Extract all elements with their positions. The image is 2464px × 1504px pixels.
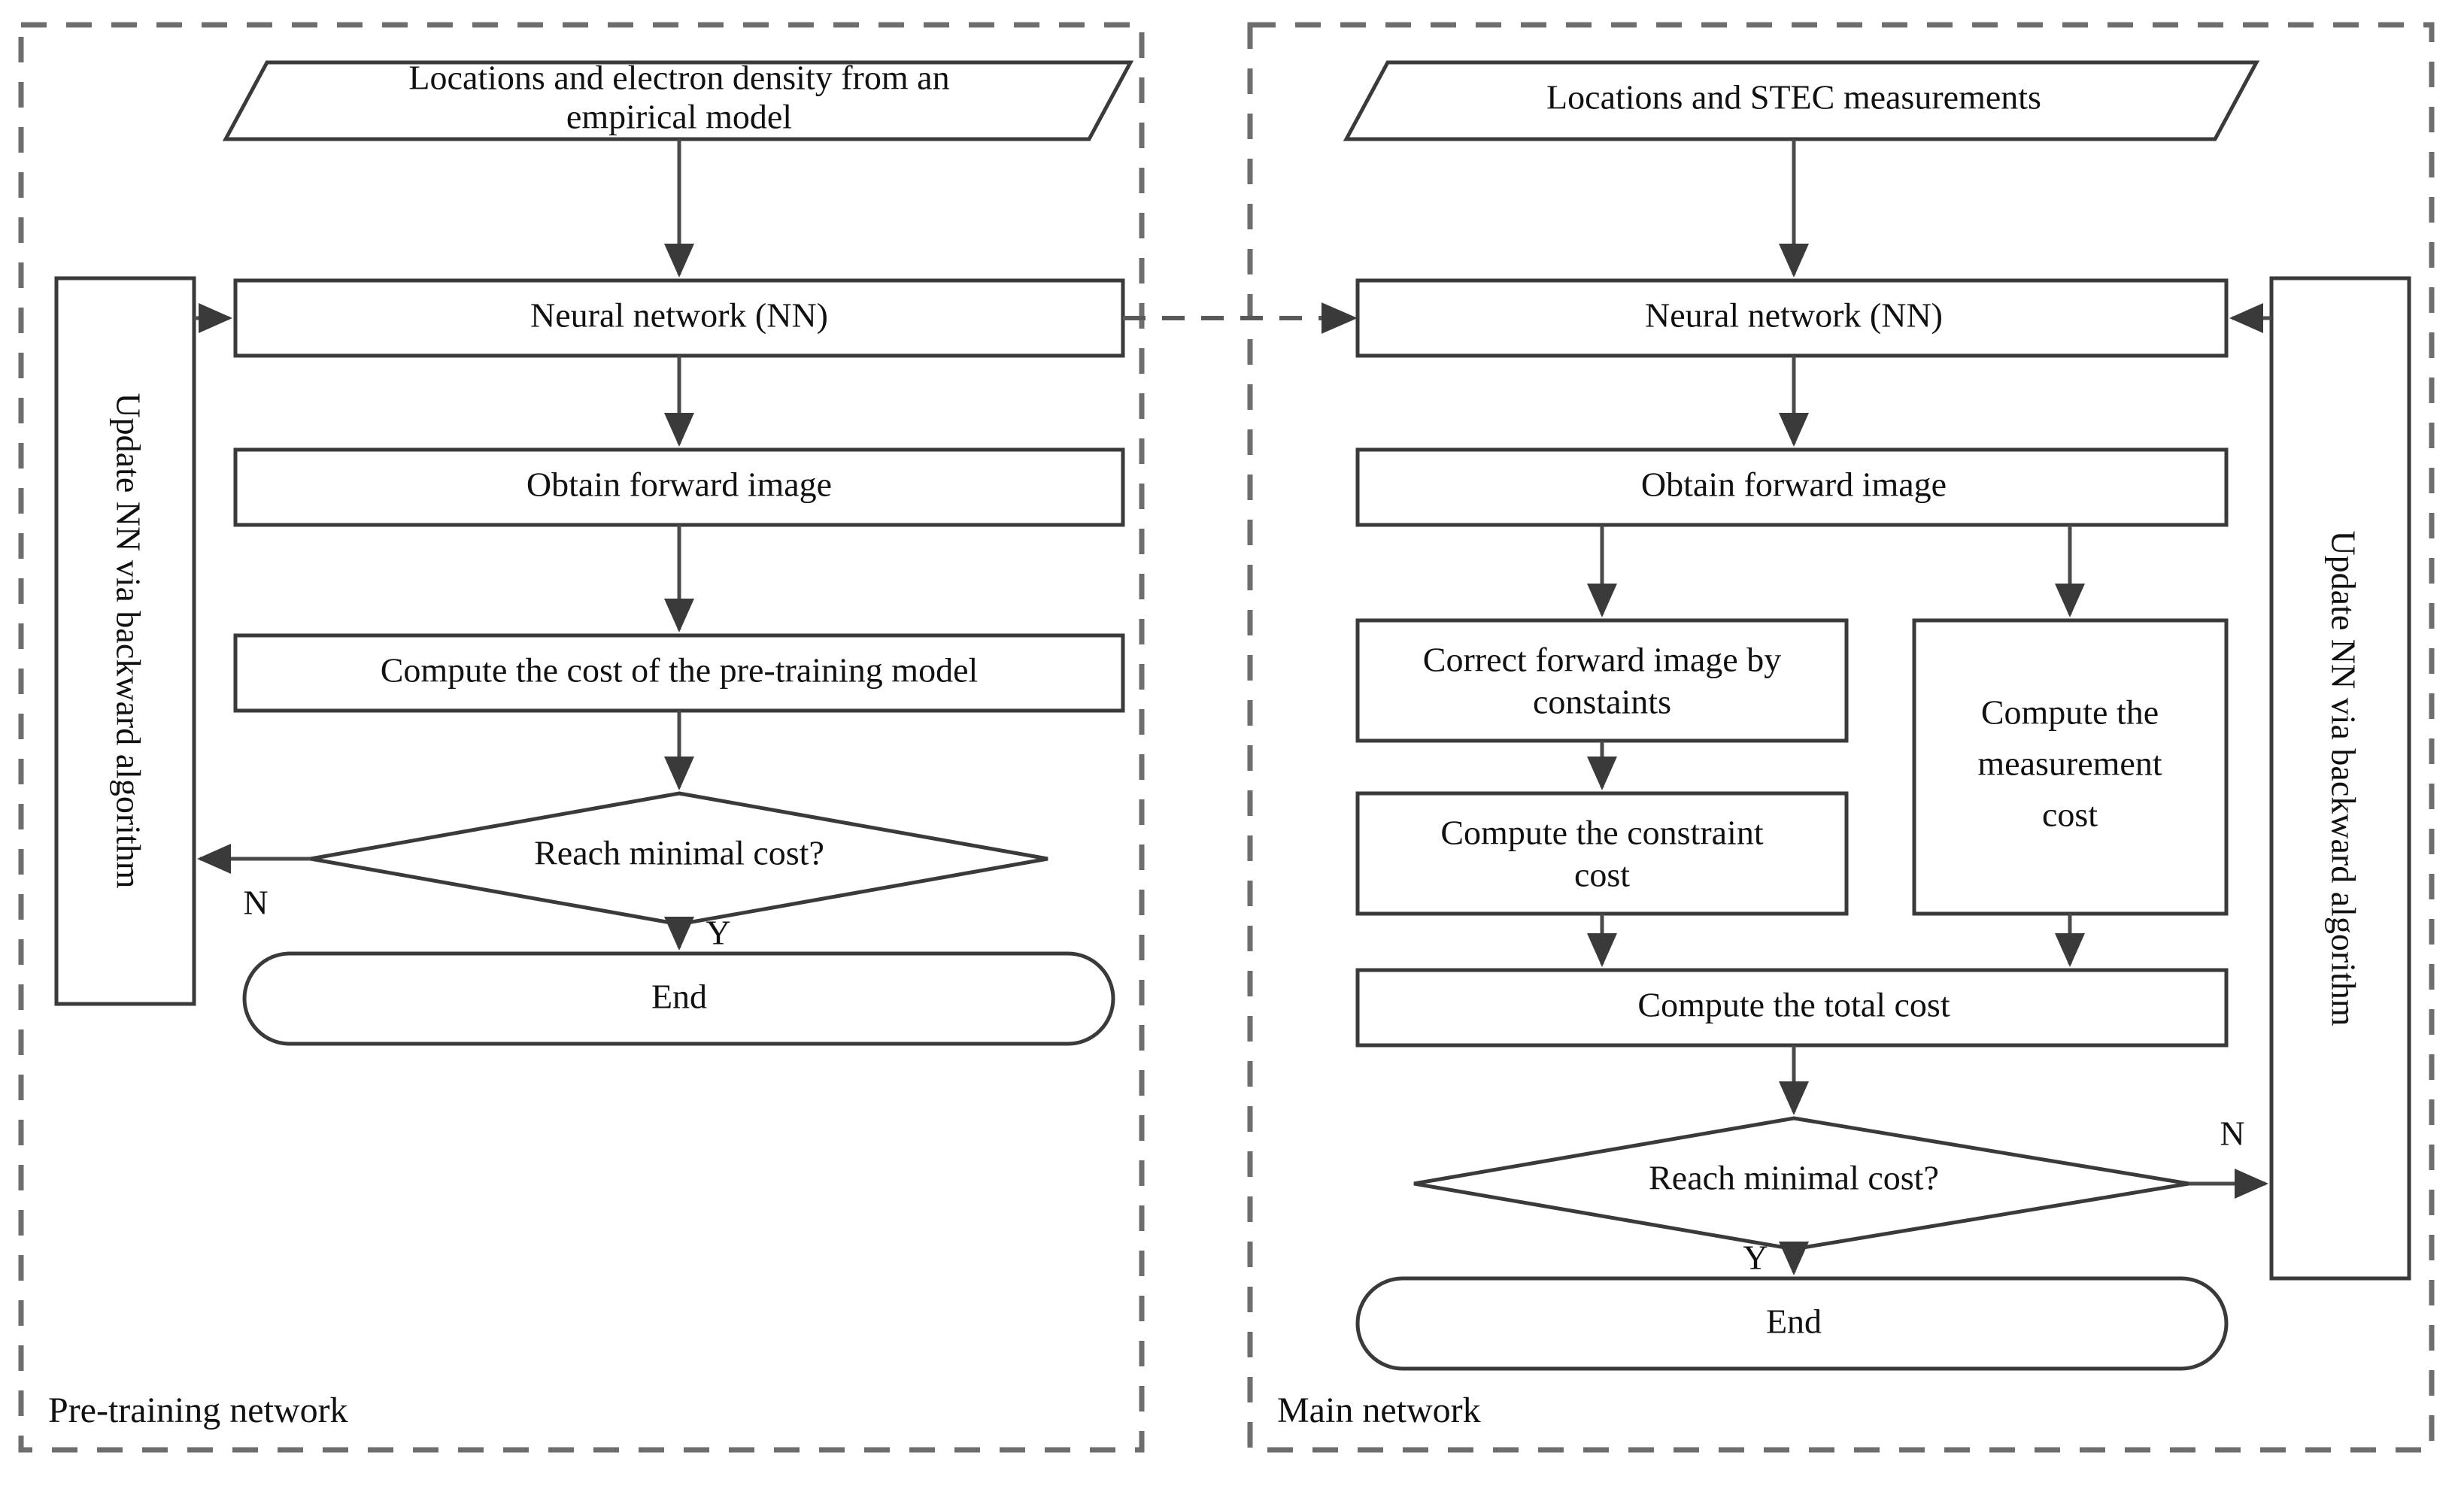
main-compute-constraint-cost-box <box>1355 791 1849 916</box>
pre-neural-network-box <box>233 278 1125 358</box>
main-neural-network-label: Neural network (NN) <box>1645 296 1943 335</box>
panel-main-border <box>1247 22 2435 1453</box>
pre-branch-no-label: N <box>243 884 268 922</box>
pre-update-nn-box <box>54 276 196 1006</box>
main-compute-measurement-cost-box <box>1912 618 2229 916</box>
pre-update-nn-label: Update NN via backward algorithm <box>109 393 147 888</box>
pre-input-parallelogram <box>222 60 1134 141</box>
main-input-label: Locations and STEC measurements <box>1546 78 2041 117</box>
pre-end-label: End <box>651 978 707 1016</box>
main-measurement-cost-label-line1: Compute the <box>1981 693 2159 732</box>
pre-obtain-forward-image-label: Obtain forward image <box>526 465 832 504</box>
main-measurement-cost-label-line2: measurement <box>1977 744 2162 783</box>
main-branch-no-label: N <box>2220 1114 2244 1153</box>
pre-compute-cost-label: Compute the cost of the pre-training mod… <box>381 651 979 690</box>
panel-pre-training-border <box>18 22 1145 1453</box>
main-update-nn-box <box>2269 276 2411 1281</box>
main-correct-forward-image-box <box>1355 618 1849 743</box>
main-obtain-forward-image-label: Obtain forward image <box>1641 465 1947 504</box>
pre-input-label-line1: Locations and electron density from an <box>408 59 949 97</box>
pre-compute-cost-box <box>233 633 1125 713</box>
pre-branch-yes-label: Y <box>706 914 730 952</box>
panel-pre-training-label: Pre-training network <box>48 1390 348 1430</box>
main-constraint-cost-label-line2: cost <box>1574 856 1630 894</box>
main-end-label: End <box>1766 1302 1822 1341</box>
main-branch-yes-label: Y <box>1743 1239 1768 1277</box>
main-decision-label: Reach minimal cost? <box>1649 1159 1939 1197</box>
main-input-parallelogram <box>1343 60 2260 141</box>
main-end-box <box>1355 1276 2229 1371</box>
pre-input-label-line2: empirical model <box>566 98 792 136</box>
main-update-nn-label: Update NN via backward algorithm <box>2324 530 2362 1026</box>
main-total-cost-label: Compute the total cost <box>1637 986 1950 1024</box>
panel-main-label: Main network <box>1277 1390 1481 1430</box>
main-compute-total-cost-box <box>1355 968 2229 1048</box>
main-correct-forward-image-label-line2: constaints <box>1533 683 1671 721</box>
main-correct-forward-image-label-line1: Correct forward image by <box>1423 641 1781 679</box>
main-measurement-cost-label-line3: cost <box>2042 796 2098 834</box>
pre-neural-network-label: Neural network (NN) <box>530 296 828 335</box>
pre-decision-label: Reach minimal cost? <box>534 834 824 872</box>
main-obtain-forward-image-box <box>1355 447 2229 527</box>
pre-end-box <box>242 951 1115 1046</box>
main-constraint-cost-label-line1: Compute the constraint <box>1440 814 1763 852</box>
